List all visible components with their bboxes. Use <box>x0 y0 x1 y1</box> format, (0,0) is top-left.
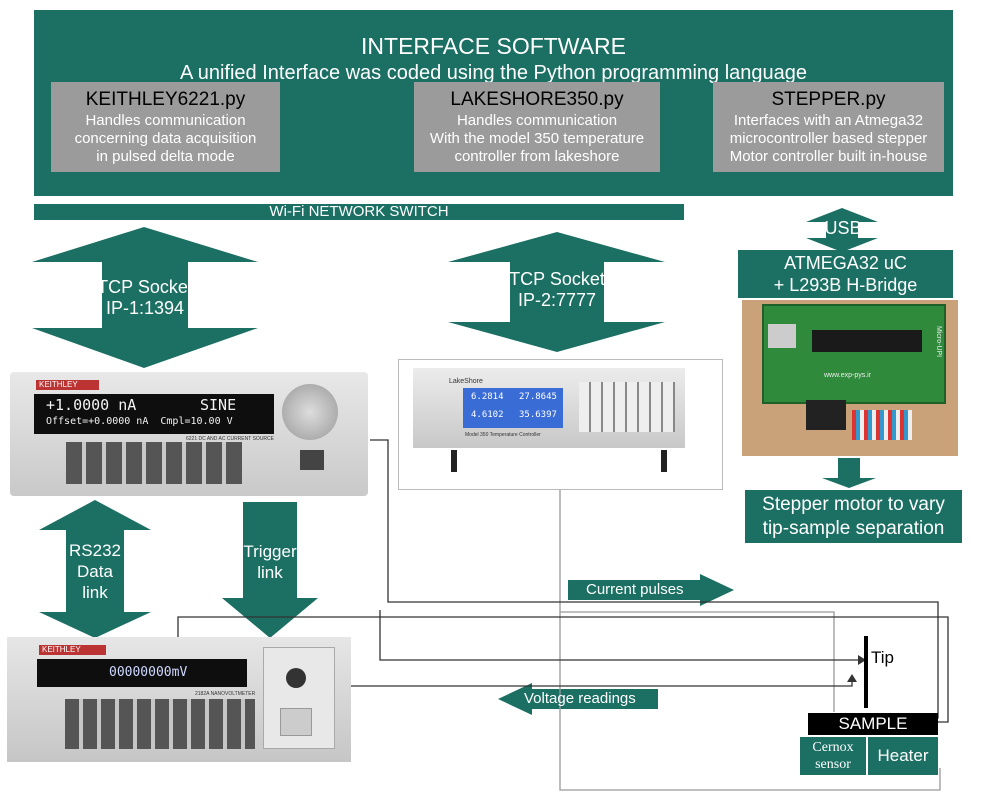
keithley6221-model: 6221 DC AND AC CURRENT SOURCE <box>186 436 274 442</box>
keithley6221-display: +1.0000 nA SINE Offset=+0.0000 nA Cmpl=1… <box>34 394 274 434</box>
voltage-wire <box>282 680 853 687</box>
atmega-line: ATMEGA32 uC <box>784 253 907 273</box>
board-ic-label: Micro-UPI <box>935 326 942 358</box>
keysets-icon <box>66 442 242 484</box>
trigger-label-line: Trigger <box>243 542 297 561</box>
current-pulses-label: Current pulses <box>586 581 684 598</box>
lakeshore-display: 6.2814 27.8645 4.6102 35.6397 <box>463 388 563 428</box>
tcp1-label-line: IP-1:1394 <box>105 298 185 318</box>
module-desc-line: controller from lakeshore <box>454 148 620 165</box>
h-bridge-chip-icon <box>806 400 846 430</box>
input-panel <box>263 647 335 749</box>
module-desc-line: in pulsed delta mode <box>96 148 235 165</box>
wifi-network-switch: Wi-Fi NETWORK SWITCH <box>34 204 684 220</box>
module-desc-line: Interfaces with an Atmega32 <box>733 112 924 129</box>
stepper-motor-box: Stepper motor to vary tip-sample separat… <box>745 490 962 543</box>
reading: 6.2814 <box>471 392 504 402</box>
module-desc-line: concerning data acquisition <box>74 130 257 147</box>
rs232-label-line: RS232 <box>69 540 121 560</box>
pcb: www.exp-pys.ir Micro-UPI <box>762 304 946 404</box>
display-value: 00000000mV <box>109 665 188 680</box>
board-site: www.exp-pys.ir <box>824 372 872 379</box>
cernox-sensor-box: Cernox sensor <box>800 737 866 775</box>
module-desc-line: Motor controller built in-house <box>729 148 928 165</box>
ribbon-wires-icon <box>852 410 912 440</box>
keithley2182-model: 2182A NANOVOLTMETER <box>195 691 256 697</box>
banner-title: INTERFACE SOFTWARE <box>361 33 626 59</box>
tcp2-label-line: IP-2:7777 <box>517 290 597 310</box>
rs232-label-line: link <box>82 582 108 602</box>
display-line2: Offset=+0.0000 nA Cmpl=10.00 V <box>46 416 233 427</box>
keithley2182-instrument: KEITHLEY 00000000mV 2182A NANOVOLTMETER <box>7 637 351 762</box>
sample-box: SAMPLE <box>808 713 938 735</box>
stepper-line: tip-sample separation <box>762 517 945 539</box>
module-stepper: STEPPER.py Interfaces with an Atmega32 m… <box>713 82 944 172</box>
keithley6221-brand: KEITHLEY <box>36 380 99 390</box>
lakeshore-model: Model 350 Temperature Controller <box>465 432 541 438</box>
cernox-line: sensor <box>815 757 851 772</box>
keithley2182-display: 00000000mV <box>37 659 247 687</box>
atmega-line: + L293B H-Bridge <box>773 275 918 295</box>
display-line1: +1.0000 nA <box>46 396 137 414</box>
module-keithley6221: KEITHLEY6221.py Handles communication co… <box>51 82 280 172</box>
cernox-line: Cernox <box>812 740 854 755</box>
usb-port-icon <box>768 324 796 348</box>
usb-label: USB <box>824 217 862 238</box>
chip-icon <box>812 330 922 352</box>
tcp1-label: TCP Socket IP-1:1394 <box>86 276 204 320</box>
keypad-icon <box>579 382 675 432</box>
tip-label: Tip <box>871 648 894 667</box>
reading: 27.8645 <box>519 392 557 402</box>
module-name: STEPPER.py <box>771 89 886 110</box>
voltage-readings-label: Voltage readings <box>524 690 636 707</box>
reading: 4.6102 <box>471 410 504 420</box>
keysets-icon <box>65 699 255 749</box>
trigger-label-line: link <box>257 563 283 582</box>
banner-subtitle: A unified Interface was coded using the … <box>179 62 808 84</box>
tcp2-label-line: TCP Socket <box>509 269 605 289</box>
microcontroller-board-photo: www.exp-pys.ir Micro-UPI <box>742 300 958 456</box>
foot-icon <box>661 450 667 472</box>
lakeshore-brand: LakeShore <box>449 378 483 385</box>
display-mode: SINE <box>200 396 237 414</box>
lakeshore-instrument: LakeShore 6.2814 27.8645 4.6102 35.6397 … <box>413 368 685 448</box>
keithley2182-brand: KEITHLEY <box>39 645 106 655</box>
tcp1-label-line: TCP Socket <box>97 277 193 297</box>
knob-icon <box>282 384 338 440</box>
interface-software-banner: INTERFACE SOFTWARE A unified Interface w… <box>34 10 953 196</box>
lakeshore-photo-frame: LakeShore 6.2814 27.8645 4.6102 35.6397 … <box>398 359 723 490</box>
channel2-connector-icon <box>280 708 312 736</box>
rs232-label-line: Data <box>77 561 113 581</box>
module-desc-line: Handles communication <box>456 112 618 129</box>
module-name: KEITHLEY6221.py <box>85 89 246 110</box>
module-desc-line: Handles communication <box>85 112 246 129</box>
module-name: LAKESHORE350.py <box>450 89 624 110</box>
module-lakeshore350: LAKESHORE350.py Handles communication Wi… <box>414 82 660 172</box>
tcp2-label: TCP Socket IP-2:7777 <box>497 268 617 312</box>
stepper-line: Stepper motor to vary <box>762 493 945 515</box>
stepper-down-arrow <box>822 458 876 488</box>
module-desc-line: microcontroller based stepper <box>729 130 928 147</box>
heater-box: Heater <box>868 737 938 775</box>
trigger-label: Trigger link <box>240 540 300 584</box>
keithley6221-instrument: KEITHLEY +1.0000 nA SINE Offset=+0.0000 … <box>10 372 368 496</box>
module-desc-line: With the model 350 temperature <box>429 130 645 147</box>
tip-wire <box>379 610 858 661</box>
reading: 35.6397 <box>519 410 557 420</box>
output-button-icon <box>300 450 324 470</box>
atmega-box: ATMEGA32 uC + L293B H-Bridge <box>738 250 953 298</box>
rs232-label: RS232 Data link <box>64 538 126 604</box>
channel1-connector-icon <box>286 668 306 688</box>
foot-icon <box>451 450 457 472</box>
